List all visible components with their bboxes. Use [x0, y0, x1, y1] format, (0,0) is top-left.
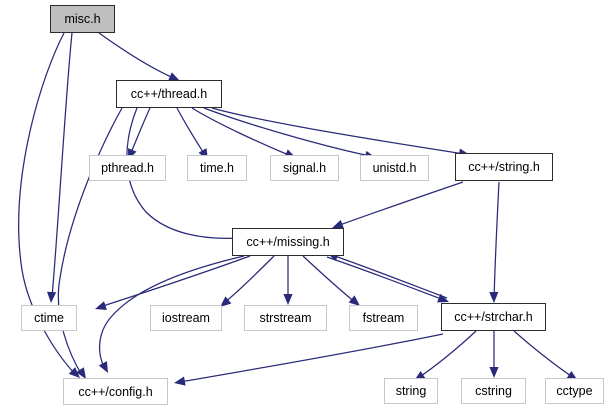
node-fstream[interactable]: fstream [349, 305, 418, 331]
node-thread[interactable]: cc++/thread.h [116, 80, 222, 108]
edge-missing-to-fstream [302, 255, 357, 304]
node-label: cstring [475, 384, 512, 398]
node-label: cc++/string.h [468, 160, 540, 174]
node-label: ctime [34, 311, 64, 325]
arrowhead-misc-to-thread [168, 72, 180, 81]
arrowhead-misc-to-config [68, 367, 80, 378]
node-label: fstream [362, 311, 405, 325]
node-cstring[interactable]: cstring [461, 378, 526, 404]
edge-string_h-to-missing [336, 181, 464, 227]
arrowhead-missing-to-ctime [95, 301, 107, 310]
node-misc[interactable]: misc.h [50, 5, 115, 33]
node-missing[interactable]: cc++/missing.h [232, 228, 344, 256]
arrowhead-string_h-to-strchar [489, 291, 499, 303]
node-label: cc++/strchar.h [454, 310, 533, 324]
edge-strchar-to-config [179, 333, 444, 383]
edge-misc-to-thread [98, 32, 177, 80]
edge-strchar-to-missing [331, 254, 448, 299]
edge-thread-to-signal [191, 107, 292, 157]
arrowhead-missing-to-fstream [348, 295, 360, 306]
edge-thread-to-missing [126, 107, 241, 239]
arrowhead-string_h-to-missing [332, 219, 344, 229]
node-label: signal.h [282, 161, 327, 175]
edge-missing-to-ctime [99, 255, 251, 308]
edge-missing-to-config [98, 255, 245, 368]
node-ctime[interactable]: ctime [21, 305, 77, 331]
arrowhead-missing-to-strstream [283, 294, 293, 305]
node-label: unistd.h [372, 161, 417, 175]
edge-strchar-to-string [417, 330, 477, 379]
node-strchar[interactable]: cc++/strchar.h [441, 303, 546, 331]
edge-thread-to-string_h [211, 107, 465, 155]
node-unistd[interactable]: unistd.h [360, 155, 429, 181]
edge-thread-to-pthread [129, 107, 151, 156]
node-string_h[interactable]: cc++/string.h [455, 153, 553, 181]
node-signal[interactable]: signal.h [270, 155, 339, 181]
arrowhead-misc-to-ctime [46, 291, 57, 303]
node-label: strstream [259, 311, 312, 325]
edge-thread-to-unistd [203, 107, 371, 157]
edge-missing-to-iostream [223, 255, 275, 304]
arrowhead-missing-to-iostream [220, 296, 232, 307]
edge-misc-to-config [18, 32, 77, 376]
node-config[interactable]: cc++/config.h [63, 378, 168, 405]
edge-thread-to-config [57, 107, 123, 376]
edge-missing-to-strchar [326, 256, 445, 301]
node-label: cctype [556, 384, 593, 398]
arrowhead-strchar-to-cstring [489, 367, 499, 378]
node-cctype[interactable]: cctype [545, 378, 604, 404]
arrowhead-missing-to-config [98, 361, 108, 373]
node-time[interactable]: time.h [187, 155, 247, 181]
node-label: iostream [162, 311, 210, 325]
edge-thread-to-time [176, 107, 206, 156]
node-iostream[interactable]: iostream [150, 305, 222, 331]
arrowhead-strchar-to-config [174, 376, 186, 386]
node-string[interactable]: string [384, 378, 438, 404]
edge-string_h-to-strchar [493, 181, 500, 300]
arrowhead-thread-to-config [76, 367, 86, 379]
node-label: cc++/config.h [78, 384, 153, 399]
edge-strchar-to-cctype [513, 330, 575, 379]
node-label: cc++/thread.h [130, 87, 208, 101]
node-label: pthread.h [101, 161, 154, 175]
node-label: cc++/missing.h [246, 235, 330, 249]
node-label: misc.h [64, 12, 101, 26]
edge-misc-to-ctime [51, 32, 73, 298]
node-pthread[interactable]: pthread.h [89, 155, 166, 181]
node-label: string [395, 384, 427, 398]
node-label: time.h [199, 161, 235, 175]
node-strstream[interactable]: strstream [244, 305, 327, 331]
